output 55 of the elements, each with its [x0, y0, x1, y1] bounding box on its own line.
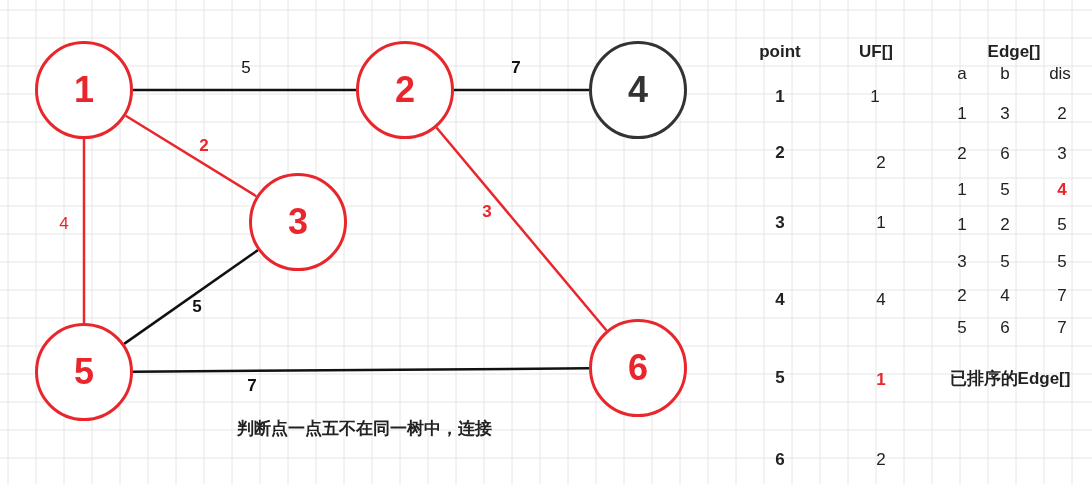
edge-label: 4: [59, 214, 69, 234]
table-cell: 2: [876, 450, 886, 470]
table-cell: 1: [957, 104, 967, 124]
edge-label: 3: [482, 202, 492, 222]
table-cell: 3: [1057, 144, 1067, 164]
table-cell: 4: [1000, 286, 1010, 306]
edge-label: 7: [247, 376, 257, 396]
table-cell: 5: [775, 368, 785, 388]
table-cell: 5: [1000, 252, 1010, 272]
column-header: b: [1000, 64, 1010, 84]
column-header: point: [759, 42, 801, 62]
table-cell: 7: [1057, 286, 1067, 306]
table-cell: 4: [775, 290, 785, 310]
table-cell: 2: [957, 286, 967, 306]
table-cell: 1: [775, 87, 785, 107]
table-cell: 3: [1000, 104, 1010, 124]
edge-label: 2: [199, 136, 209, 156]
column-header: dis: [1049, 64, 1071, 84]
edge-line: [125, 114, 257, 198]
table-caption: 已排序的Edge[]: [949, 367, 1071, 390]
edge-line: [435, 126, 608, 332]
table-cell: 2: [775, 143, 785, 163]
table-cell: 3: [775, 213, 785, 233]
table-cell: 2: [1057, 104, 1067, 124]
table-cell: 1: [876, 213, 886, 233]
column-header: UF[]: [859, 42, 893, 62]
table-cell: 3: [957, 252, 967, 272]
table-cell: 5: [1057, 252, 1067, 272]
table-cell: 1: [870, 87, 880, 107]
note-text: 判断点一点五不在同一树中，连接: [236, 417, 492, 440]
table-cell: 5: [957, 318, 967, 338]
edge-line: [82, 139, 86, 323]
table-cell: 6: [1000, 318, 1010, 338]
table-cell: 2: [1000, 215, 1010, 235]
edge-line: [454, 88, 589, 92]
table-cell: 6: [775, 450, 785, 470]
table-cell: 4: [1057, 180, 1067, 200]
edge-line: [133, 367, 589, 373]
table-cell: 5: [1057, 215, 1067, 235]
table-cell: 6: [1000, 144, 1010, 164]
table-cell: 4: [876, 290, 886, 310]
table-cell: 2: [876, 153, 886, 173]
table-cell: 1: [957, 180, 967, 200]
column-header: a: [957, 64, 967, 84]
edge-line: [123, 249, 259, 345]
table-cell: 5: [1000, 180, 1010, 200]
table-cell: 2: [957, 144, 967, 164]
edge-line: [133, 88, 356, 92]
table-cell: 1: [957, 215, 967, 235]
edge-label: 5: [192, 297, 202, 317]
table-cell: 1: [876, 370, 886, 390]
table-cell: 7: [1057, 318, 1067, 338]
column-header: Edge[]: [987, 42, 1041, 62]
edge-label: 5: [241, 58, 251, 78]
edge-label: 7: [511, 58, 521, 78]
